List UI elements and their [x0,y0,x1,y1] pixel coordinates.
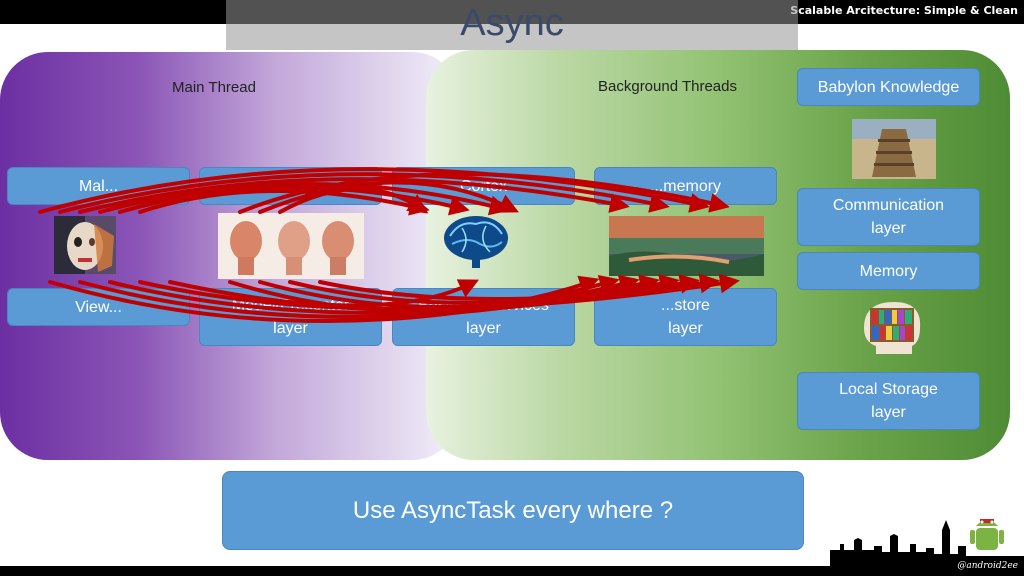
box-cortex: Cortex [392,167,575,205]
box-babylon-knowledge: Babylon Knowledge [797,68,980,106]
author-signature: @android2ee [957,561,1018,571]
box-unconscious-memory: ...memory [594,167,777,205]
bottom-bar [0,566,1024,576]
landscape-image [609,216,764,276]
box-view-layer: View... [7,288,190,326]
android-robot-icon [970,519,1004,550]
box-local-storage-layer: Local Storage layer [797,372,980,430]
title-background [226,0,798,50]
box-datastore-layer: ...store layer [594,288,777,346]
background-threads-label: Background Threads [598,78,737,95]
slide-caption: Scalable Arcitecture: Simple & Clean [790,4,1018,17]
head-bookshelf-image [864,302,921,354]
asynctask-callout: Use AsyncTask every where ? [222,471,804,550]
paris-skyline-image [830,519,1024,566]
box-muscles: M... [199,167,382,205]
box-memory: Memory [797,252,980,290]
box-malware: Mal... [7,167,190,205]
box-model-presenter-layer: Model/Presenter layer [199,288,382,346]
brain-image [444,216,508,268]
box-communication-layer: Communication layer [797,188,980,246]
slide-title: Async [460,2,564,44]
tower-of-babel-image [852,119,936,179]
face-skull-image [54,216,116,274]
box-business-services-layer: Business Services layer [392,288,575,346]
main-thread-label: Main Thread [172,79,256,96]
anatomy-heads-image [218,213,364,279]
